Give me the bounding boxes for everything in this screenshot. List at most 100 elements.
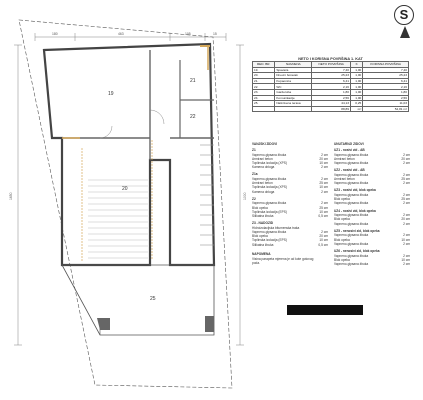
dim-right: 1000 — [243, 192, 247, 200]
table-cell: 7,40 — [362, 66, 409, 74]
legend-thickness: 2 cm — [403, 241, 410, 246]
legend-wall-type: UZ5 - nenosivi zid, blok opeka — [334, 228, 380, 233]
note-title: NAPOMENA — [252, 251, 271, 256]
table-cell: 21. — [251, 77, 276, 85]
dim-top-3: 105 — [185, 32, 191, 36]
legend-thickness: 2 cm — [321, 152, 328, 157]
table-cell: 52,81 m² — [362, 105, 409, 113]
table-cell: Komunikacije — [274, 94, 313, 102]
room-25-num: 25 — [150, 296, 156, 302]
legend-layer: Vapneno-gipsana žbuka — [334, 241, 369, 246]
legend-layer: Vapneno-gipsana žbuka — [252, 230, 287, 234]
legend-layer: Vapneno-gipsana žbuka — [334, 253, 369, 258]
legend-layer: Toplinska izolacija (EPS) — [252, 238, 287, 243]
legend-thickness: 20 cm — [319, 156, 328, 161]
legend-layer: Vapneno-gipsana žbuka — [334, 201, 369, 206]
table-cell: 25. — [251, 100, 276, 107]
dim-top-1: 180 — [52, 32, 58, 36]
legend-thickness: 10 cm — [319, 209, 328, 214]
door-swing-2 — [99, 125, 113, 139]
table-cell: Dnevni boravak — [274, 72, 313, 79]
legend-layer: Vapneno-gipsana žbuka — [334, 213, 369, 218]
table-cell: 1,00 — [349, 77, 364, 85]
legend-thickness: 2 cm — [403, 181, 410, 186]
legend-thickness: 2 cm — [403, 152, 410, 157]
table-cell: 1,00 — [349, 66, 364, 74]
legend-wall-type: UZ4 - nosivi zid, blok opeka — [334, 208, 376, 213]
legend-thickness: 2 cm — [403, 253, 410, 258]
legend-layer: Armirani beton — [334, 156, 355, 161]
door-swing-1 — [149, 109, 165, 125]
legend-thickness: 2 cm — [403, 213, 410, 218]
table-cell: 23. — [251, 89, 276, 96]
table-title: NETO I KORISNA POVRŠINA 1. KAT — [298, 57, 363, 61]
legend-wall-type: UZ2 - nosivi zid - AB — [334, 168, 365, 173]
legend-layer: Vapneno-gipsana žbuka — [334, 181, 369, 186]
table-cell — [251, 105, 276, 113]
dim-top-4: 15 — [213, 32, 217, 36]
legend-layer: Kamena obloga — [252, 165, 275, 170]
room-19-num: 19 — [108, 91, 114, 97]
legend-thickness: 2 cm — [321, 201, 328, 206]
table-cell: Garderoba — [274, 89, 313, 96]
table-cell: Natkrivena terasa — [274, 100, 313, 107]
legend-thickness: 25 cm — [319, 205, 328, 210]
th-usable: KORISNA POVRŠINA — [362, 61, 409, 68]
legend-thickness: 10 cm — [401, 237, 410, 242]
legend-wall-type: Z1a — [252, 172, 258, 177]
legend-layer: Blok opeka — [334, 237, 350, 242]
room-22-num: 22 — [190, 114, 196, 120]
legend-layer: Vapneno-gipsana žbuka — [252, 177, 287, 181]
north-letter: S — [394, 5, 414, 25]
area-table-grid: RED. BR. NAMJENA NETO POVRŠINA K KORISNA… — [251, 61, 409, 113]
table-cell: 2,16 — [362, 83, 409, 91]
table-cell: 22. — [251, 83, 276, 91]
table-cell: 1,00 — [349, 94, 364, 102]
legend-wall-type: UZ3 - nosivi zid, blok opeka — [334, 188, 376, 193]
table-cell: 6,41 — [362, 77, 409, 85]
corner-mark-2 — [205, 316, 214, 332]
legend-thickness: 0,5 cm — [318, 242, 328, 247]
room-21-num: 21 — [190, 78, 196, 84]
th-num: RED. BR. — [251, 61, 276, 68]
legend-layer: Blok opeka — [334, 217, 350, 222]
legend-layer: Vapneno-gipsana žbuka — [334, 262, 369, 266]
table-cell: WC — [274, 83, 313, 91]
legend-layer: Armirani beton — [334, 177, 355, 181]
lot-boundary — [18, 19, 233, 389]
legend-thickness: 20 cm — [401, 217, 410, 222]
corner-mark — [97, 318, 110, 330]
north-indicator: S — [392, 2, 418, 42]
legend-thickness: 10 cm — [319, 238, 328, 243]
table-cell: 0,25 — [349, 100, 364, 107]
legend-thickness: 25 cm — [401, 197, 410, 202]
table-cell: 88,89 — [311, 105, 351, 113]
legend-layer: Vapneno-gipsana žbuka — [334, 172, 369, 177]
legend-thickness: 10 cm — [319, 161, 328, 165]
legend-layer: Vapneno-gipsana žbuka — [252, 201, 287, 206]
legend-layer: Toplinska izolacija (EPS) — [252, 209, 287, 214]
legend-layer: Toplinska izolacija (XPS) — [252, 185, 287, 190]
legend-layer: Silikatna žbuka — [252, 242, 274, 247]
legend-thickness: 2 cm — [403, 262, 410, 266]
table-cell: Spavaća — [274, 66, 313, 74]
table-cell: 1,00 — [349, 89, 364, 96]
legend-thickness: 20 cm — [319, 234, 328, 239]
legend-thickness: 10 cm — [319, 185, 328, 190]
legend-title: VANJSKI ZIDOVI — [252, 142, 278, 146]
building-outline — [42, 42, 216, 267]
th-purpose: NAMJENA — [274, 61, 313, 68]
note-text: poda. — [252, 261, 260, 265]
table-cell: 2,56 — [362, 94, 409, 102]
note-text: Visina parapeta mjerena je od kote gotov… — [252, 256, 314, 261]
legend-layer: Vapneno-gipsana žbuka — [334, 152, 369, 157]
legend-layer: Blok opeka — [334, 257, 350, 262]
table-cell: 1,00 — [349, 72, 364, 79]
legend-thickness: 2 cm — [321, 189, 328, 194]
legend-layer: Armirani beton — [252, 181, 273, 186]
